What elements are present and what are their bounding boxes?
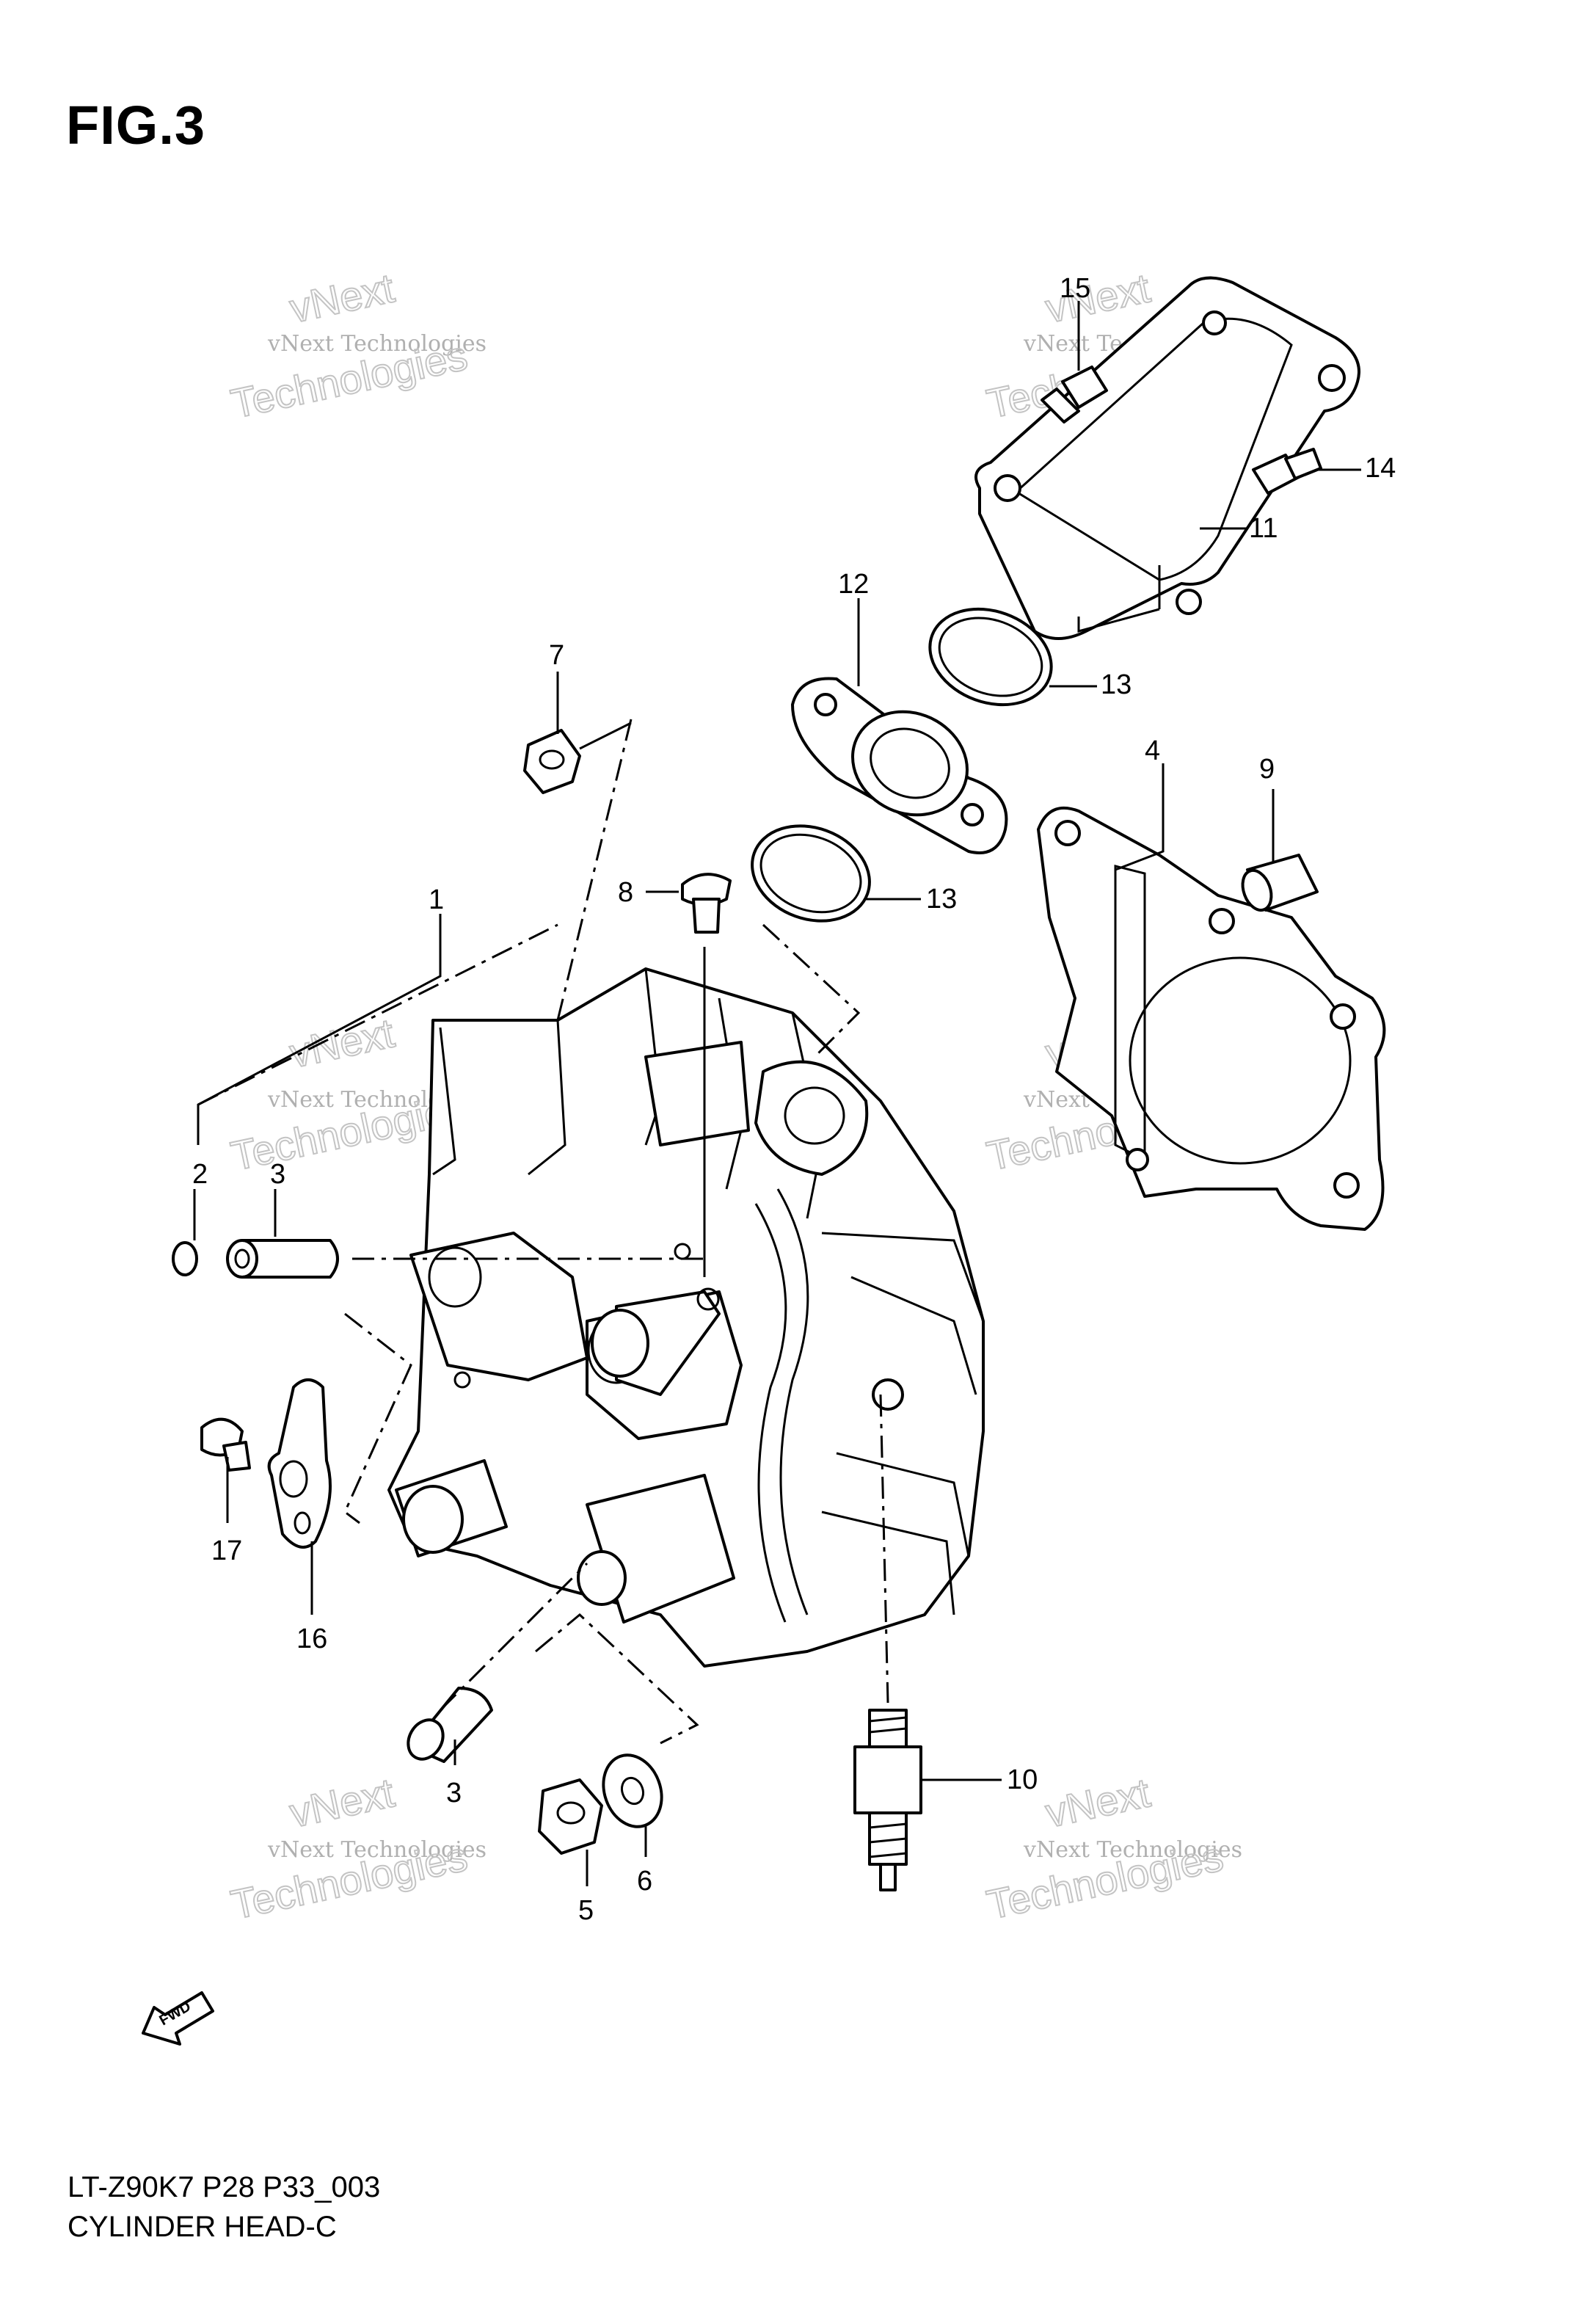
callout-14: 14 [1365,453,1396,484]
part-17-screw [200,1417,251,1472]
part-10-spark-plug [853,1709,922,1891]
part-7-nut [523,729,581,794]
part-5-nut [538,1778,603,1855]
fwd-arrow-icon: FWD [142,1991,214,2046]
callout-5: 5 [578,1895,594,1926]
part-1-cylinder-head [387,967,985,1668]
callout-12: 12 [838,569,869,600]
part-14-bolt [1252,448,1322,495]
callout-numbers: 1 2 3 3 4 5 6 7 8 9 10 11 12 13 13 14 15… [192,273,1396,1926]
callout-8: 8 [618,877,633,908]
watermark-caption: vNext Technologies [267,331,487,357]
watermark-vnext: vNext [1041,264,1154,331]
callout-17: 17 [211,1535,242,1566]
watermark-vnext: vNext [285,264,398,331]
part-13-o-ring-upper [928,607,1053,707]
part-16-bracket [267,1378,332,1549]
callout-6: 6 [637,1866,652,1897]
watermark-caption: vNext Technologies [1023,1837,1242,1863]
callout-4: 4 [1145,735,1160,766]
assembly-lines [197,719,889,1745]
part-3-pin-upper [226,1239,339,1279]
watermark-caption: vNext Technologies [267,1837,487,1863]
callout-1: 1 [429,884,444,915]
section-name: CYLINDER HEAD-C [68,2211,337,2243]
leader-lines [193,301,1361,1886]
watermark-vnext: vNext [285,1009,398,1076]
callout-9: 9 [1259,754,1275,785]
watermark-vnext: vNext [1041,1769,1154,1836]
callout-2: 2 [192,1159,208,1190]
part-4-cylinder-head-gasket [1037,807,1386,1231]
figure-title: FIG.3 [66,95,206,156]
callout-13-lower: 13 [926,884,957,915]
part-2-clip [172,1241,198,1276]
part-15-bolt [1041,366,1108,423]
callout-13-upper: 13 [1101,669,1132,700]
callout-10: 10 [1007,1764,1038,1795]
part-8-bolt [681,873,732,934]
callout-15: 15 [1060,273,1090,304]
part-3-pin-lower [407,1687,493,1763]
part-12-intake-insulator [791,677,1008,854]
part-11-intake-pipe [974,276,1360,640]
watermark-vnext: vNext [285,1769,398,1836]
callout-11: 11 [1249,513,1278,544]
part-9-dowel-pin [1241,854,1319,912]
callout-3-upper: 3 [270,1159,285,1190]
part-6-washer [602,1753,663,1828]
part-13-o-ring-lower [751,824,871,923]
callout-7: 7 [549,640,564,671]
callout-3-lower: 3 [446,1778,462,1808]
watermark-top-left: vNext vNext Technologies Technologies [226,263,487,427]
model-code: LT-Z90K7 P28 P33_003 [68,2171,381,2203]
callout-16: 16 [296,1624,327,1654]
